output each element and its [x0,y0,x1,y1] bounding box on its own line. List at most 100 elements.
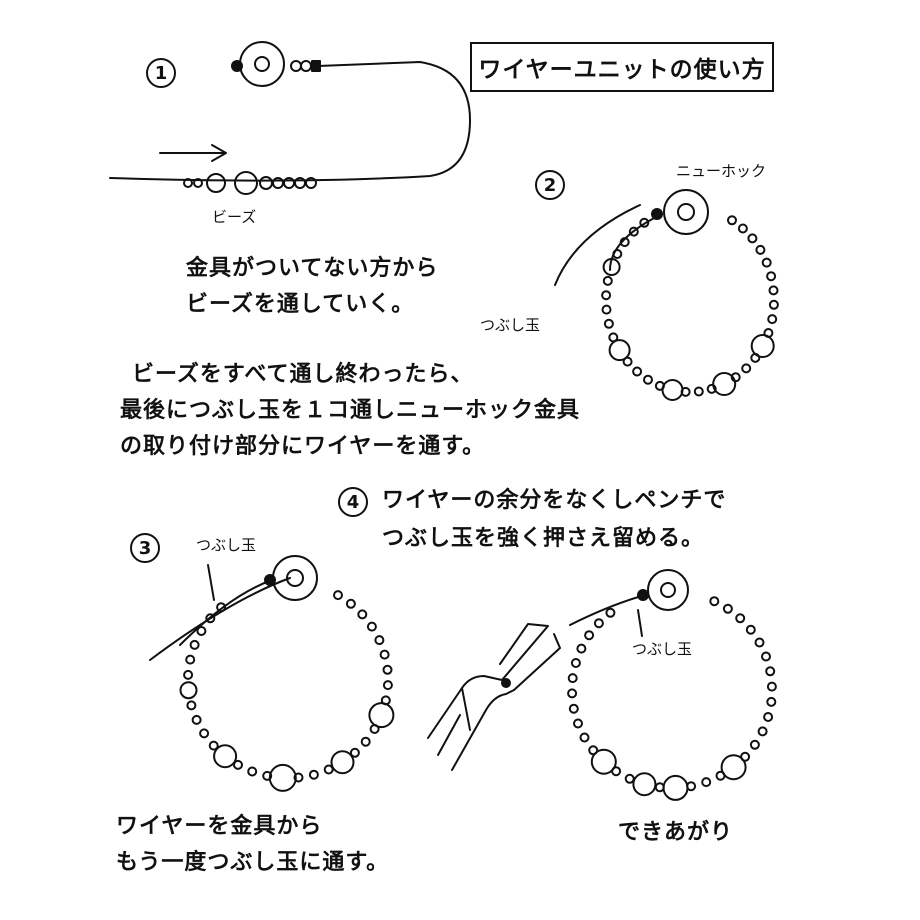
small-bead [382,664,393,675]
clasp-ring [272,555,318,601]
small-bead [601,304,612,315]
step3-bracelet-illustration [149,555,395,792]
large-bead [632,772,657,797]
small-bead [763,712,774,722]
small-bead [749,739,760,750]
small-bead [191,714,202,725]
small-bead [189,639,200,650]
small-bead [643,374,653,385]
crimp-bead-label-step3: つぶし玉 [196,536,257,554]
large-bead [213,744,238,769]
small-bead [216,602,227,613]
small-bead [757,726,768,737]
small-bead [768,285,779,296]
small-bead [293,772,304,783]
crimp-bead [231,60,243,72]
large-bead [590,748,617,775]
finished-label: できあがり [618,820,734,845]
small-bead [360,736,371,747]
large-bead [608,339,631,362]
small-bead [761,257,772,268]
step2-instruction-line2: 最後につぶし玉を１コ通しニューホック金具 [120,398,581,423]
small-bead [706,383,717,394]
finished-bracelet-illustration [567,569,777,801]
small-bead [345,598,356,609]
small-bead [379,649,390,660]
small-bead [766,271,777,282]
small-bead [747,233,758,244]
small-bead [750,352,761,363]
large-bead [712,372,737,396]
large-bead [368,702,395,729]
small-bead [715,770,726,781]
small-bead [624,773,635,784]
large-bead [662,774,689,801]
small-bead [382,680,393,691]
small-bead [247,766,258,777]
small-bead [761,651,771,662]
small-bead [693,386,704,397]
small-bead [366,621,377,632]
step3-instruction-line2: もう一度つぶし玉に通す。 [116,850,390,875]
small-bead [701,777,712,788]
step-3-marker: 3 [130,533,160,563]
small-bead [199,728,210,739]
small-bead [323,764,334,775]
large-bead [268,763,297,792]
small-bead [639,217,650,228]
small-bead [709,596,720,607]
step-2-marker: 2 [535,170,565,200]
small-bead [755,244,766,255]
crimp-bead-label-step2: つぶし玉 [480,316,541,334]
step-4-marker: 4 [338,487,368,517]
small-bead [568,703,579,714]
large-bead [661,379,684,401]
small-bead [605,607,616,618]
small-bead [632,366,643,377]
small-bead [262,770,273,781]
clasp-ring [663,189,709,235]
small-bead [186,700,197,711]
small-bead [767,314,778,325]
step-1-marker: 1 [146,58,176,88]
small-bead [357,609,368,620]
small-bead [602,275,613,286]
small-bead [208,740,219,751]
page-title: ワイヤーユニットの使い方 [470,42,774,92]
small-bead [754,637,765,648]
step4-instruction-line2: つぶし玉を強く押さえ留める。 [382,526,705,551]
step2-instruction-line3: の取り付け部分にワイヤーを通す。 [120,434,486,459]
small-bead [579,732,590,743]
small-bead [369,724,380,734]
small-bead [576,643,587,654]
new-hook-label: ニューホック [676,162,767,180]
clasp-ring [647,569,689,611]
step1-wire-illustration [109,41,471,195]
small-bead [619,237,630,248]
small-bead [768,299,779,310]
large-bead [179,681,198,700]
small-bead [737,223,748,234]
beads-label: ビーズ [212,208,257,226]
small-bead [183,669,194,680]
clasp-ring [239,41,285,87]
small-bead [603,318,614,329]
small-bead [308,769,319,780]
small-bead [593,618,604,629]
small-bead [765,666,776,677]
small-bead [333,590,343,601]
crimp-bead-label-step4: つぶし玉 [632,640,693,658]
small-bead [628,226,639,237]
small-bead [584,630,595,641]
large-bead [720,754,747,781]
large-bead [330,750,355,775]
small-bead [722,603,733,614]
small-bead [601,290,612,301]
small-bead [205,613,216,624]
step3-instruction-line1: ワイヤーを金具から [116,814,323,839]
large-bead [602,258,621,276]
step1-instruction-line1: 金具がついてない方から [186,256,439,281]
step1-instruction-line2: ビーズを通していく。 [186,292,415,317]
small-bead [233,759,243,770]
